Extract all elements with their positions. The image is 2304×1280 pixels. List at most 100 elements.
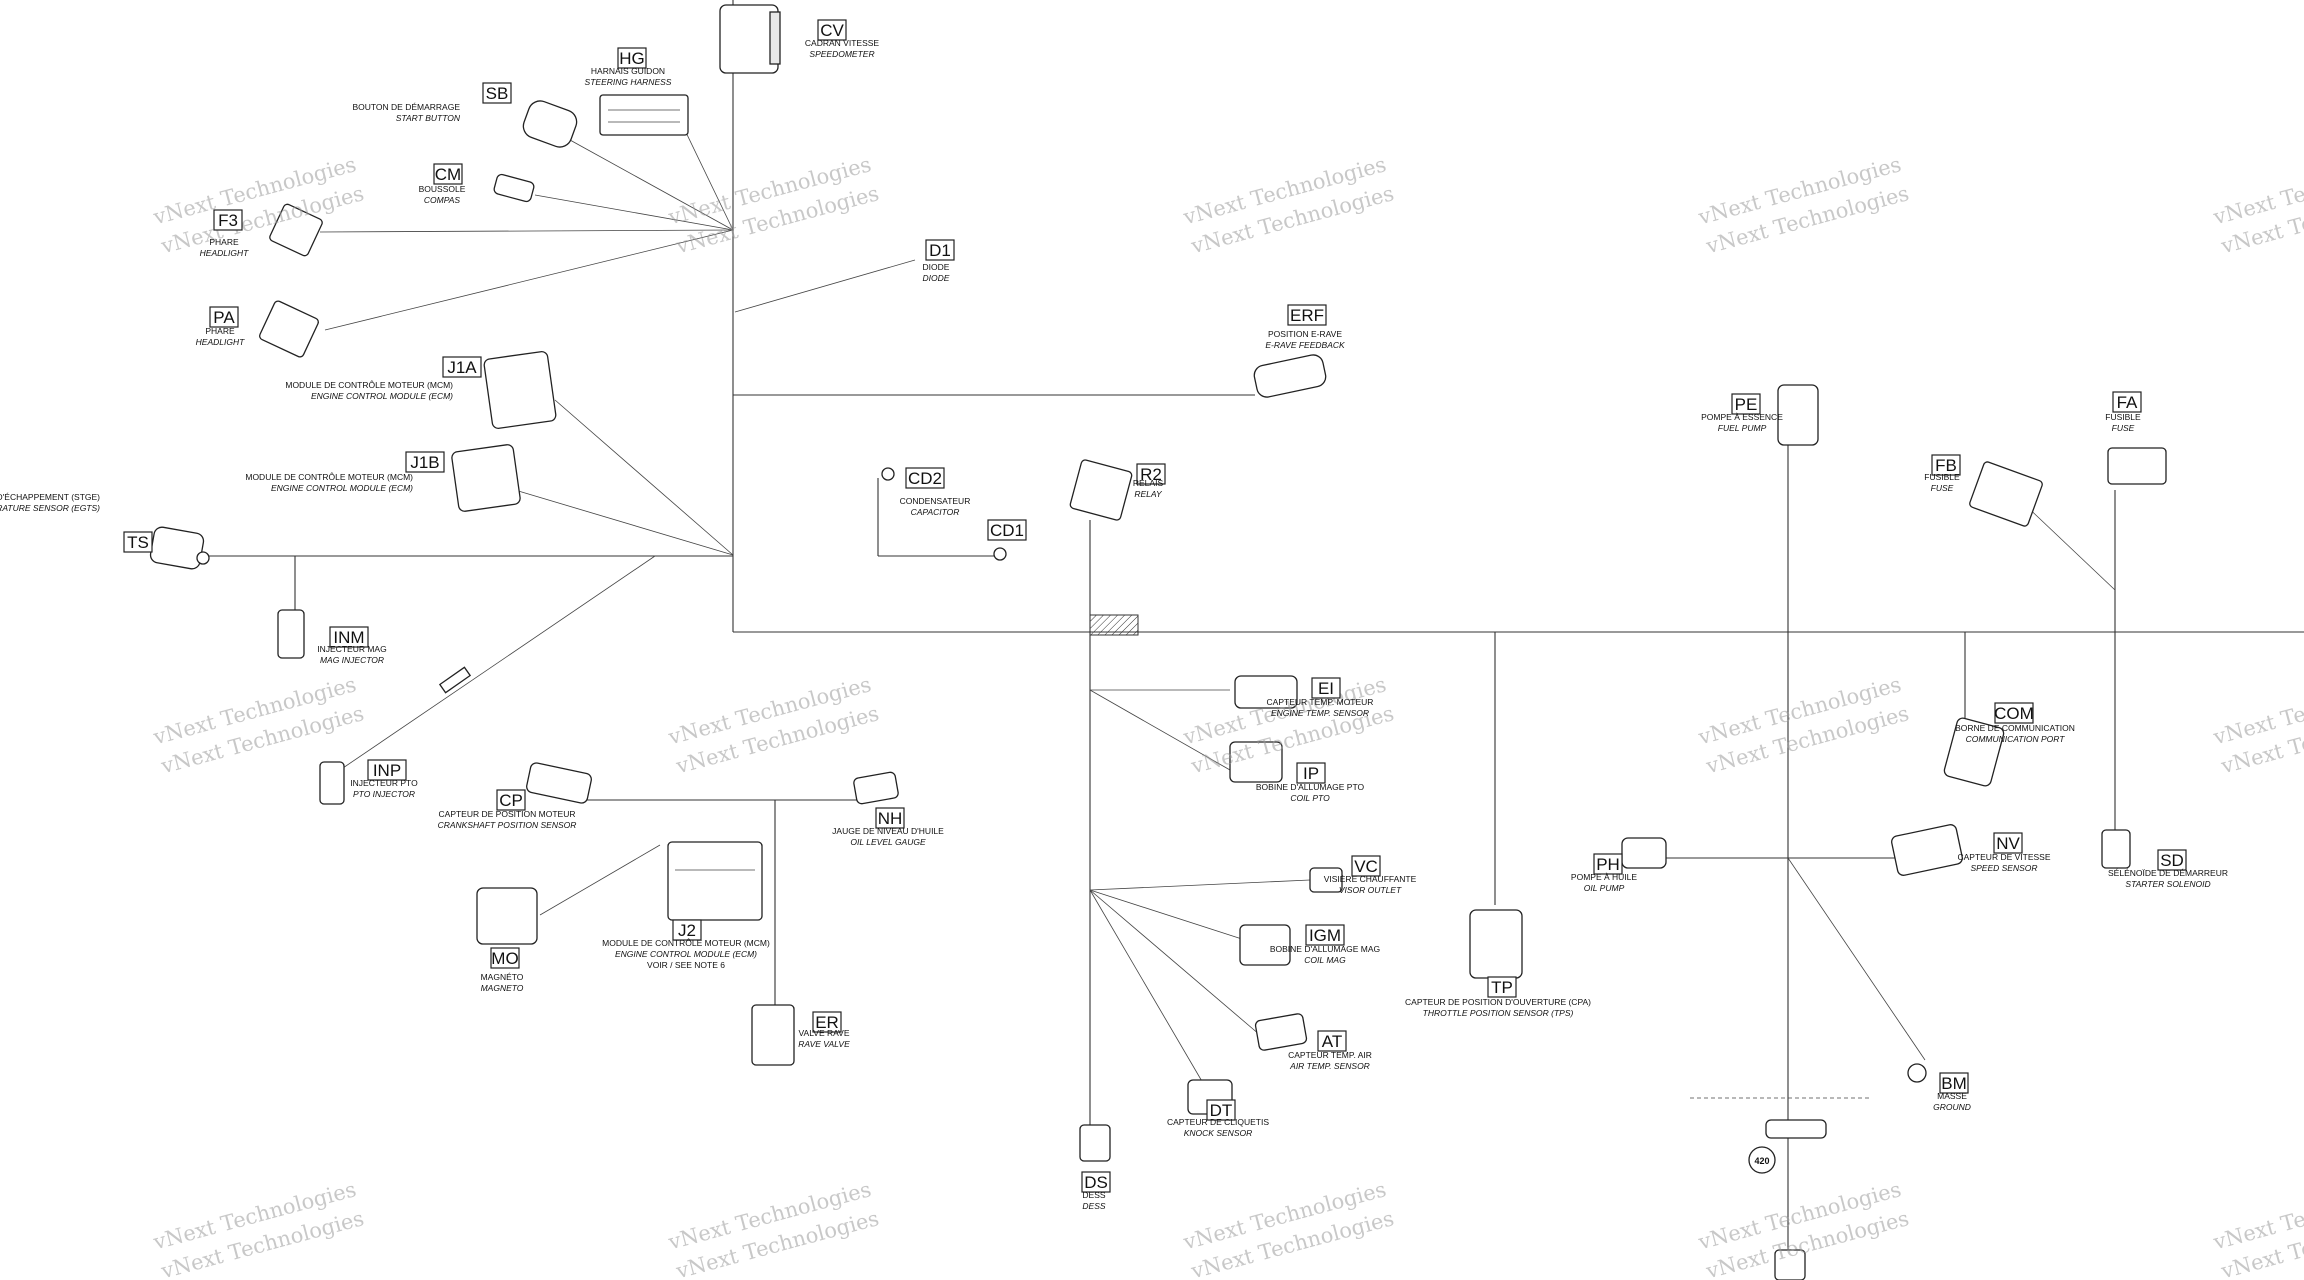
component-name-fr: MAGNÉTO: [481, 972, 524, 982]
component-name-fr: PHARE: [209, 237, 239, 247]
component-name-en: DESS: [1082, 1201, 1105, 1211]
component-label-cd2: CD2: [905, 467, 945, 489]
component-name-fr: BOUSSOLE: [419, 184, 466, 194]
code-box: [1081, 1171, 1111, 1193]
component-name-fr: JAUGE DE NIVEAU D'HUILE: [832, 826, 944, 836]
component-name-en: MAG INJECTOR: [320, 655, 384, 665]
code-box: [1931, 454, 1961, 476]
component-name-en: ENGINE CONTROL MODULE (ECM): [271, 483, 413, 493]
component-name-fr: CAPTEUR TEMP. AIR: [1288, 1050, 1372, 1060]
code-box: [123, 531, 153, 553]
component-code: R2: [1140, 465, 1162, 484]
code-box: [1351, 855, 1381, 877]
component-name-en: EXHAUST TEMPERATURE SENSOR (EGTS): [0, 503, 100, 513]
component-note: VOIR / SEE NOTE 6: [647, 960, 725, 970]
component-name-fr: FUSIBLE: [2105, 412, 2141, 422]
component-name-fr: FUSIBLE: [1924, 472, 1960, 482]
code-box: [490, 947, 520, 969]
component-name-fr: BOBINE D'ALLUMAGE PTO: [1256, 782, 1365, 792]
code-box: [1296, 762, 1326, 784]
callout-number: 420: [1754, 1156, 1769, 1166]
code-box: [1305, 924, 1345, 946]
code-box: [496, 789, 526, 811]
code-box: [209, 306, 239, 328]
component-code: TP: [1491, 978, 1513, 997]
component-code: INM: [333, 628, 364, 647]
component-name-en: FUSE: [1931, 483, 1954, 493]
component-name-fr: INJECTEUR PTO: [350, 778, 418, 788]
component-name-en: KNOCK SENSOR: [1184, 1128, 1253, 1138]
component-name-en: HEADLIGHT: [200, 248, 249, 258]
component-name-fr: RELAIS: [1133, 478, 1164, 488]
component-name-en: COMPAS: [424, 195, 461, 205]
component-name-en: STEERING HARNESS: [585, 77, 672, 87]
code-box: [672, 919, 702, 941]
component-name-en: ENGINE CONTROL MODULE (ECM): [615, 949, 757, 959]
component-code: SD: [2160, 851, 2184, 870]
component-code: HG: [619, 49, 645, 68]
component-name-fr: BORNE DE COMMUNICATION: [1955, 723, 2075, 733]
component-name-fr: MODULE DE CONTRÔLE MOTEUR (MCM): [285, 380, 453, 390]
component-name-fr: MODULE DE CONTRÔLE MOTEUR (MCM): [245, 472, 413, 482]
component-name-en: AIR TEMP. SENSOR: [1289, 1061, 1370, 1071]
component-name-en: ENGINE CONTROL MODULE (ECM): [311, 391, 453, 401]
code-box: [1993, 832, 2023, 854]
component-name-fr: DIODE: [923, 262, 950, 272]
component-name-en: COIL PTO: [1290, 793, 1330, 803]
component-name-en: THROTTLE POSITION SENSOR (TPS): [1423, 1008, 1574, 1018]
component-name-en: PTO INJECTOR: [353, 789, 415, 799]
component-name-fr: MASSE: [1937, 1091, 1967, 1101]
component-code: CM: [435, 165, 461, 184]
code-box: [987, 519, 1027, 541]
component-name-fr: BOBINE D'ALLUMAGE MAG: [1270, 944, 1380, 954]
code-box: [2112, 391, 2142, 413]
component-name-en: COMMUNICATION PORT: [1966, 734, 2066, 744]
component-name-fr: VALVE RAVE: [798, 1028, 849, 1038]
component-code: BM: [1941, 1074, 1967, 1093]
component-name-en: ENGINE TEMP. SENSOR: [1271, 708, 1369, 718]
component-name-fr: CADRAN VITESSE: [805, 38, 879, 48]
component-name-fr: INJECTEUR MAG: [317, 644, 386, 654]
component-name-en: VISOR OUTLET: [1339, 885, 1402, 895]
component-code: NH: [878, 809, 903, 828]
code-box: [2157, 849, 2187, 871]
component-name-en: CAPACITOR: [911, 507, 960, 517]
connector-shapes: [149, 4, 2167, 1280]
component-name-en: HEADLIGHT: [196, 337, 245, 347]
code-box: [925, 239, 955, 261]
component-name-fr: CAPTEUR DE VITESSE: [1957, 852, 2050, 862]
component-name-en: STARTER SOLENOID: [2125, 879, 2210, 889]
component-name-en: DIODE: [923, 273, 950, 283]
component-code: FB: [1935, 456, 1957, 475]
component-name-en: SPEED SENSOR: [1970, 863, 2037, 873]
component-code: COM: [1994, 704, 2034, 723]
component-name-en: OIL PUMP: [1584, 883, 1625, 893]
component-code: MO: [491, 949, 518, 968]
component-name-fr: SÉLÉNOÏDE DE DÉMARREUR: [2108, 868, 2228, 878]
component-code: PA: [213, 308, 235, 327]
component-code: CV: [820, 21, 844, 40]
component-code: D1: [929, 241, 951, 260]
component-name-fr: POSITION E-RAVE: [1268, 329, 1342, 339]
component-name-fr: CONDENSATEUR: [900, 496, 971, 506]
component-name-en: COIL MAG: [1304, 955, 1346, 965]
